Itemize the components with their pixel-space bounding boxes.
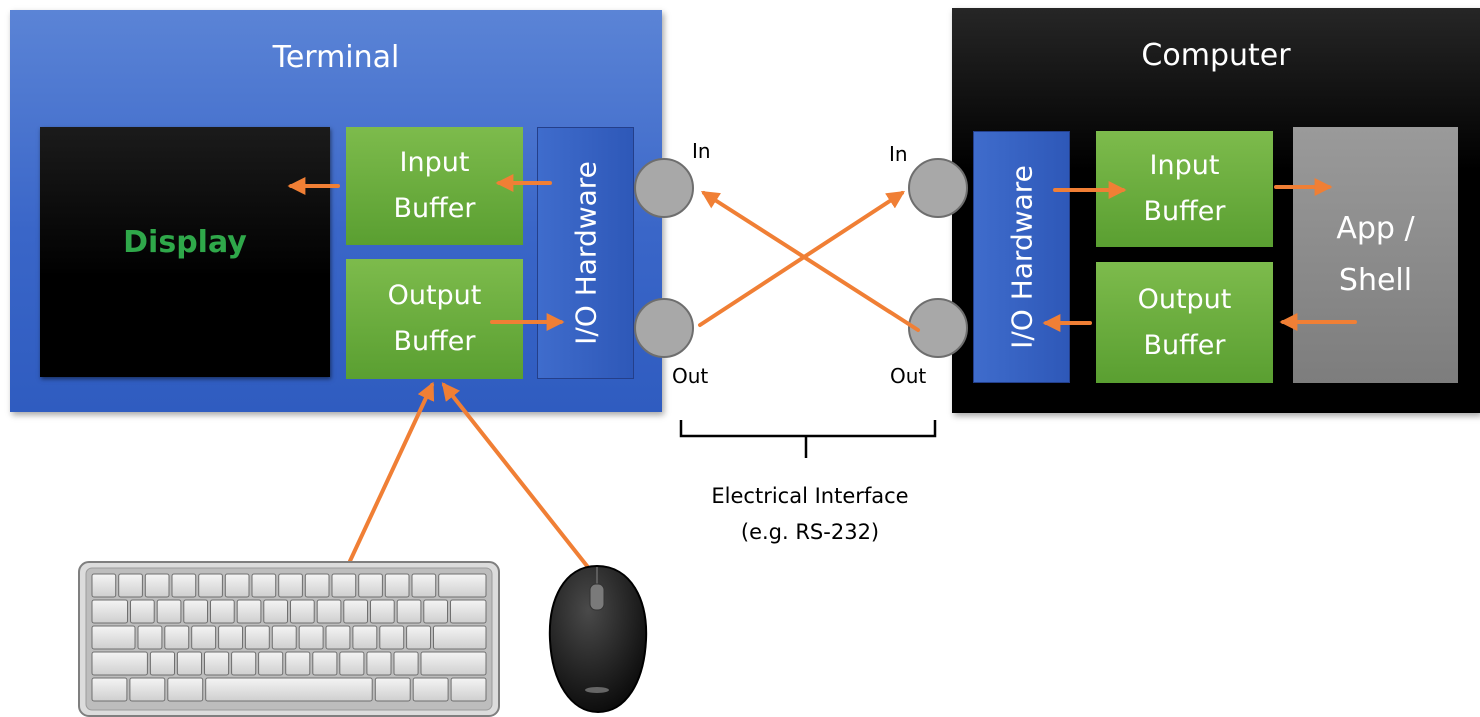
keyboard-key [156,599,182,624]
computer-title: Computer [1141,38,1291,73]
keyboard-key [204,651,230,676]
keyboard-key [167,677,204,702]
keyboard-key [393,651,419,676]
keyboard-key [352,625,378,650]
electrical-interface-line1: Electrical Interface [711,484,909,508]
keyboard-key [191,625,217,650]
keyboard-key [91,573,117,598]
electrical-interface-line2: (e.g. RS-232) [740,520,880,544]
keyboard-key [406,625,432,650]
keyboard-key [366,651,392,676]
terminal-out-label: Out [672,364,709,388]
terminal-input-buffer-line1: Input [399,147,470,178]
keyboard-key [251,573,277,598]
keyboard-key [210,599,235,624]
keyboard-key [205,677,373,702]
keyboard-key [304,573,330,598]
computer-input-buffer-line2: Buffer [1143,196,1226,227]
terminal-input-buffer-line2: Buffer [393,193,476,224]
keyboard-key [370,599,395,624]
computer-output-buffer-line2: Buffer [1143,329,1226,361]
keyboard-key [258,651,284,676]
arrow-computer-out-to-terminal-in [700,191,920,332]
keyboard-key [312,651,338,676]
keyboard-key [316,599,342,624]
arrow-keyboard-to-output-buffer [348,381,435,563]
keyboard-key [224,573,250,598]
keyboard-key [423,599,448,624]
keyboard-key [218,625,244,650]
mouse-icon [548,564,648,714]
keyboard-key [263,599,288,624]
terminal-io-hardware: I/O Hardware [537,127,634,379]
keyboard-key [198,573,223,598]
keyboard-key [374,677,411,702]
keyboard-key [91,599,128,624]
keyboard-key [271,625,297,650]
app-shell-line2: Shell [1338,263,1413,298]
computer-output-buffer-line1: Output [1137,283,1232,315]
keyboard-key [91,677,128,702]
keyboard-key [231,651,257,676]
keyboard-key [438,573,487,598]
arrow-mouse-to-output-buffer [441,382,593,573]
keyboard-key [118,573,143,598]
keyboard-key [358,573,383,598]
keyboard-key [91,625,136,650]
computer-output-buffer: Output Buffer [1096,262,1273,383]
terminal-output-buffer-line1: Output [387,280,482,311]
electrical-interface-caption: Electrical Interface (e.g. RS-232) [640,478,980,550]
computer-input-buffer-line1: Input [1149,150,1220,181]
terminal-title: Terminal [272,40,400,75]
keyboard-key [325,625,351,650]
keyboard-key [144,573,170,598]
keyboard-key [129,677,166,702]
terminal-output-buffer: Output Buffer [346,259,523,379]
terminal-input-buffer: Input Buffer [346,127,523,245]
keyboard-key [450,677,487,702]
app-shell-line1: App / [1336,211,1415,246]
keyboard-key [396,599,422,624]
computer-io-hardware: I/O Hardware [973,131,1070,383]
terminal-in-label: In [692,139,711,163]
keyboard-key [412,677,449,702]
computer-in-label: In [889,142,908,166]
keyboard-key [285,651,311,676]
keyboard-icon [78,561,500,717]
computer-in-port [908,158,968,218]
keyboard-key [433,625,487,650]
keyboard-key [290,599,315,624]
keyboard-key [298,625,324,650]
keyboard-key [149,651,175,676]
computer-out-port [908,298,968,358]
app-shell-box: App / Shell [1293,127,1458,383]
keyboard-key [379,625,405,650]
terminal-out-port [634,298,694,358]
keyboard-key [450,599,487,624]
keyboard-key [384,573,410,598]
keyboard-key [244,625,270,650]
keyboard-key [331,573,357,598]
keyboard-key [343,599,368,624]
display-box: Display [40,127,330,377]
terminal-in-port [634,158,694,218]
keyboard-key [137,625,163,650]
keyboard-key [183,599,209,624]
keyboard-key [278,573,303,598]
terminal-output-buffer-line2: Buffer [393,326,476,357]
computer-out-label: Out [890,364,927,388]
keyboard-key [91,651,148,676]
keyboard-key [411,573,437,598]
interface-brace [679,420,937,458]
arrow-terminal-out-to-computer-in [698,191,906,327]
keyboard-key [176,651,202,676]
keyboard-key [236,599,262,624]
display-label: Display [123,225,247,260]
keyboard-key [420,651,487,676]
keyboard-key [339,651,365,676]
keyboard-key [164,625,190,650]
keyboard-key [130,599,155,624]
keyboard-key [171,573,197,598]
